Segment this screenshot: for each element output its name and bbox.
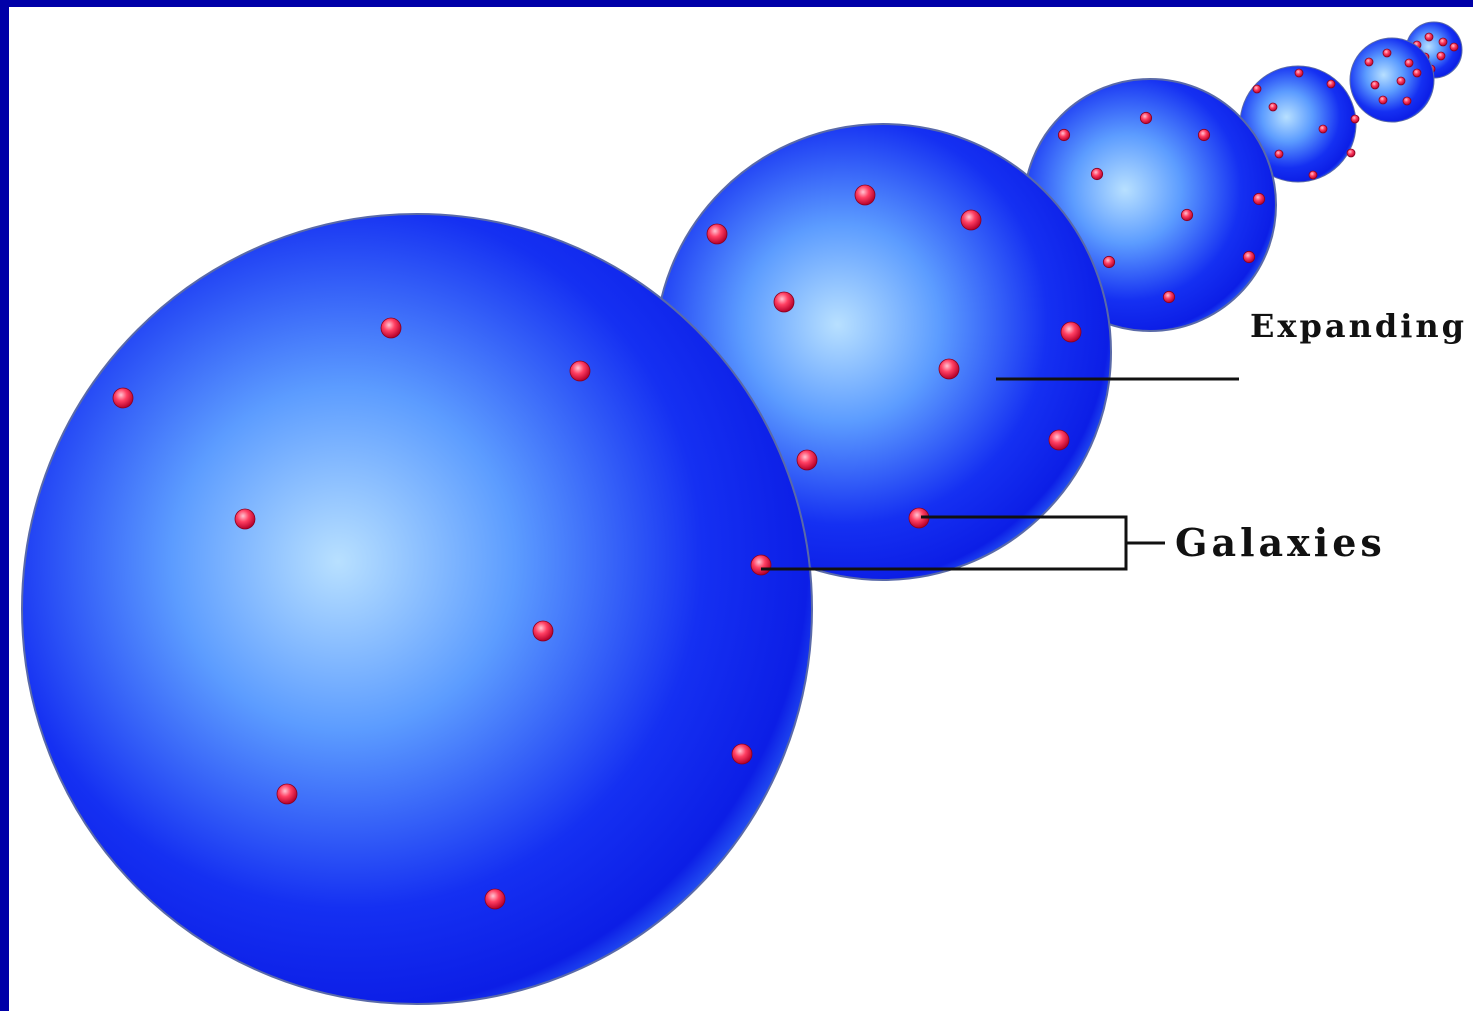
galaxy-dot — [731, 743, 753, 765]
galaxy-dot — [1364, 57, 1374, 67]
diagram-canvas: Expanding universe Galaxies — [9, 7, 1473, 1011]
galaxy-dot — [750, 554, 772, 576]
galaxy-dot — [1242, 250, 1256, 264]
universe-sphere — [1349, 37, 1435, 123]
galaxy-dot — [1139, 111, 1153, 125]
galaxy-dot — [1424, 32, 1434, 42]
galaxy-dot — [773, 291, 795, 313]
galaxy-dot — [960, 209, 982, 231]
galaxy-dot — [1180, 208, 1194, 222]
galaxies-label: Galaxies — [1175, 519, 1386, 567]
galaxy-dot — [1350, 114, 1360, 124]
galaxy-dot — [1090, 167, 1104, 181]
galaxy-dot — [484, 888, 506, 910]
galaxy-dot — [1308, 170, 1318, 180]
galaxies-text: Galaxies — [1175, 520, 1386, 565]
galaxy-dot — [1057, 128, 1071, 142]
galaxy-dot — [1402, 96, 1412, 106]
galaxy-dot — [1396, 76, 1406, 86]
galaxy-dot — [380, 317, 402, 339]
galaxy-dot — [1449, 42, 1459, 52]
galaxy-dot — [796, 449, 818, 471]
galaxy-dot — [1412, 68, 1422, 78]
galaxy-dot — [938, 358, 960, 380]
galaxy-dot — [1268, 102, 1278, 112]
galaxy-dot — [1382, 48, 1392, 58]
galaxy-dot — [1162, 290, 1176, 304]
expanding-universe-label: Expanding universe — [1250, 306, 1473, 346]
galaxy-dot — [1060, 321, 1082, 343]
galaxy-dot — [1438, 37, 1448, 47]
galaxy-dot — [1326, 79, 1336, 89]
galaxy-dot — [1252, 84, 1262, 94]
galaxy-dot — [706, 223, 728, 245]
galaxy-dot — [234, 508, 256, 530]
galaxy-dot — [112, 387, 134, 409]
galaxy-dot — [1274, 149, 1284, 159]
galaxy-dot — [1294, 68, 1304, 78]
galaxy-dot — [1436, 51, 1446, 61]
expanding-universe-diagram — [21, 21, 1463, 1005]
universe-sphere — [21, 213, 813, 1005]
galaxy-dot — [1404, 58, 1414, 68]
galaxy-dot — [1048, 429, 1070, 451]
galaxy-dot — [276, 783, 298, 805]
galaxy-dot — [854, 184, 876, 206]
galaxy-dot — [1346, 148, 1356, 158]
galaxy-dot — [569, 360, 591, 382]
galaxy-dot — [1318, 124, 1328, 134]
galaxy-dot — [1378, 95, 1388, 105]
galaxy-dot — [1102, 255, 1116, 269]
galaxy-dot — [532, 620, 554, 642]
expanding-universe-text: Expanding universe — [1250, 307, 1473, 345]
galaxy-dot — [1197, 128, 1211, 142]
galaxy-dot — [1252, 192, 1266, 206]
galaxy-dot — [1370, 80, 1380, 90]
